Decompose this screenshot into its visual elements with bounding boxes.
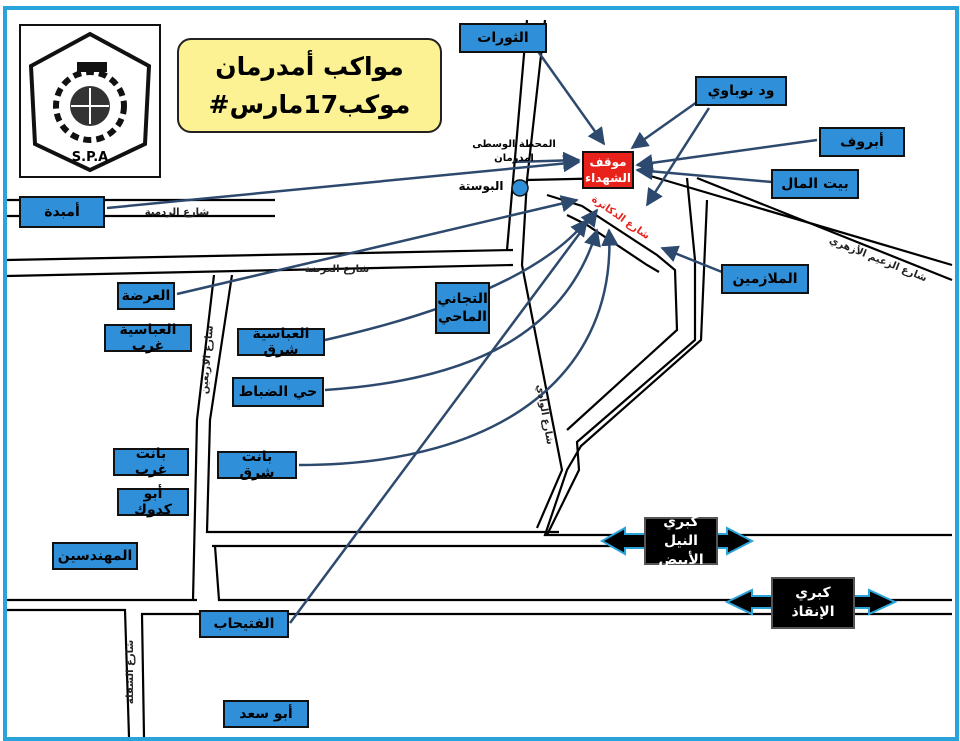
street-bridge-road-edge bbox=[213, 545, 952, 602]
tijani-line-1: التجاني bbox=[437, 291, 488, 307]
street-wadi-edge bbox=[546, 177, 697, 536]
station-line-2: امدرمان bbox=[494, 153, 534, 164]
label-banat-gharb: بانت غرب bbox=[113, 446, 189, 478]
post-office-marker bbox=[511, 179, 529, 197]
spa-logo-text: S.P.A bbox=[71, 150, 109, 165]
street-center-edge bbox=[505, 19, 529, 251]
label-thawrat: الثورات bbox=[459, 23, 547, 53]
route-station bbox=[512, 151, 581, 170]
street-arda-edge bbox=[7, 248, 514, 262]
route-banat-sharq bbox=[298, 228, 619, 467]
route-arda bbox=[176, 195, 579, 296]
white-nile-line-2: النيل الأبيض bbox=[658, 532, 704, 568]
central-station-label: المحطة الوسطى امدرمان bbox=[459, 138, 569, 166]
street-label-azhari: شارع الزعيم الأزهري bbox=[828, 233, 930, 284]
label-hay-dubbat: حي الضباط bbox=[232, 377, 324, 407]
route-hay-dubbat bbox=[324, 228, 601, 392]
label-mulazmin: الملازمين bbox=[721, 264, 809, 294]
label-abu-kaduk: أبو كدوك bbox=[117, 486, 189, 518]
label-abu-saad: أبو سعد bbox=[223, 700, 309, 728]
label-banat-sharq: بانت شرق bbox=[217, 449, 297, 481]
street-label-arda: شارع العرضة bbox=[305, 264, 370, 275]
label-muhandisin: المهندسين bbox=[52, 542, 138, 570]
target-line-2: الشهداء bbox=[585, 171, 631, 185]
route-abbasiya-sharq bbox=[324, 218, 589, 342]
ingaz-line-1: كبري bbox=[795, 585, 831, 601]
label-beit-al-mal: بيت المال bbox=[771, 169, 859, 199]
procession-routes bbox=[106, 49, 818, 624]
title-box: مواكب أمدرمان #موكب17مارس bbox=[177, 38, 442, 133]
white-nile-line-1: كبري bbox=[663, 513, 699, 530]
street-arda-edge bbox=[7, 263, 514, 278]
spa-emblem bbox=[28, 31, 152, 173]
route-thawrat bbox=[535, 49, 606, 146]
white-nile-bridge-label: كبري النيل الأبيض bbox=[644, 514, 718, 568]
martyrs-stop-target: موقف الشهداء bbox=[582, 151, 634, 189]
title-line-2: #موكب17مارس bbox=[208, 90, 411, 119]
street-inner-edge bbox=[543, 199, 952, 537]
label-wad-nubawi: ود نوباوي bbox=[695, 76, 787, 106]
route-beit-al-mal bbox=[635, 162, 773, 184]
station-line-1: المحطة الوسطى bbox=[472, 139, 556, 150]
route-mulazmin bbox=[660, 245, 723, 274]
label-abbasiya-gharb: العباسية غرب bbox=[104, 322, 192, 354]
street-azhari-edge bbox=[696, 176, 953, 282]
street-arbaeen-edge bbox=[191, 274, 216, 601]
ingaz-line-2: الإنقاذ bbox=[791, 604, 835, 620]
route-wad-nubawi-2 bbox=[645, 107, 711, 207]
label-arda: العرضة bbox=[117, 282, 175, 310]
route-fitihab bbox=[288, 208, 599, 624]
street-dakatra-edge bbox=[546, 193, 679, 431]
label-tijani-mahi: التجاني الماحي bbox=[435, 282, 490, 334]
street-label-shigla: شارع الشقلة bbox=[125, 640, 136, 705]
street-arbaeen-edge bbox=[205, 274, 559, 534]
tijani-line-2: الماحي bbox=[438, 309, 487, 325]
street-ingaz-edge bbox=[7, 608, 131, 737]
street-center-edge bbox=[520, 19, 618, 529]
street-dakatra-edge bbox=[566, 214, 660, 273]
label-umbadda: أمبدة bbox=[19, 196, 105, 228]
post-office-label: البوستة bbox=[458, 179, 504, 193]
route-abu-rof bbox=[635, 138, 818, 172]
label-abbasiya-sharq: العباسية شرق bbox=[237, 326, 325, 358]
ingaz-bridge-label: كبري الإنقاذ bbox=[771, 577, 855, 629]
route-wad-nubawi bbox=[630, 100, 698, 150]
label-fitihab: الفتيحاب bbox=[199, 610, 289, 638]
street-ingaz-edge bbox=[140, 612, 952, 737]
route-umbadda bbox=[106, 154, 581, 210]
street-label-arbaeen: شارع الاربعين bbox=[199, 325, 216, 395]
street-label-radmiya: شارع الردمية bbox=[145, 207, 210, 218]
target-line-1: موقف bbox=[589, 155, 627, 169]
map-canvas: شارع الردمية شارع العرضة شارع الاربعين ش… bbox=[7, 19, 953, 737]
spa-logo: S.P.A bbox=[19, 24, 161, 178]
title-line-1: مواكب أمدرمان bbox=[215, 52, 404, 81]
map-frame: شارع الردمية شارع العرضة شارع الاربعين ش… bbox=[3, 6, 959, 741]
label-abu-rof: أبروف bbox=[819, 127, 905, 157]
